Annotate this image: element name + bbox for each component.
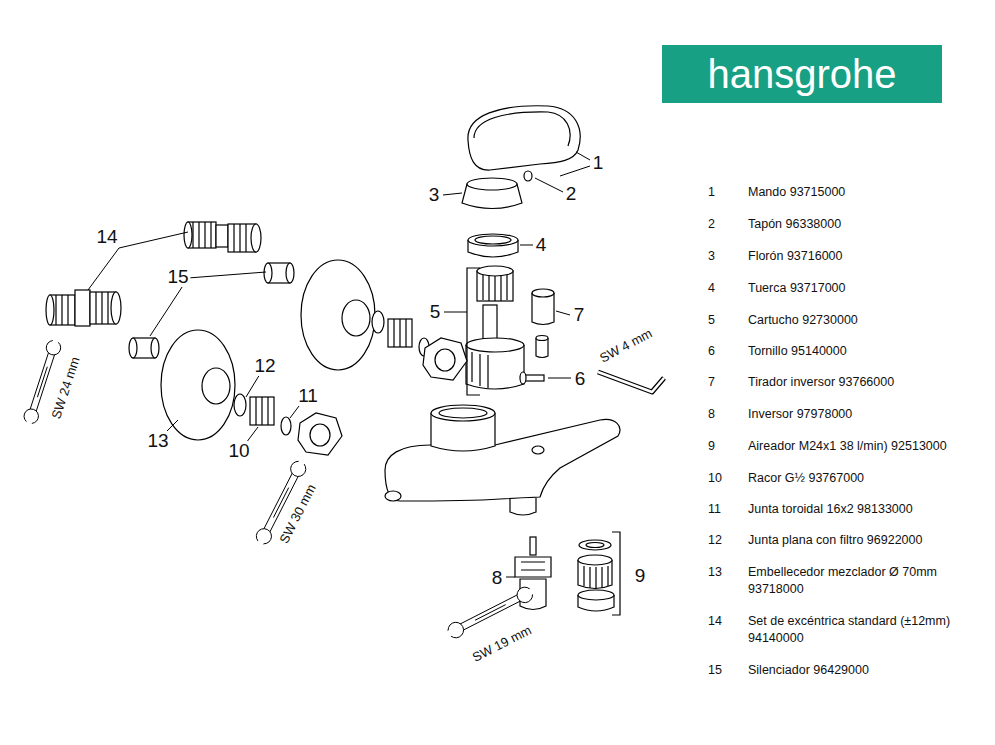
part-description: Racor G½ 93767000 (748, 470, 976, 487)
part-number: 9 (708, 438, 715, 455)
wrench-size: SW 24 mm (49, 353, 83, 422)
part-number: 7 (708, 374, 715, 391)
part-number: 3 (708, 248, 715, 265)
part-description: Tuerca 93717000 (748, 280, 976, 297)
part-description: Tapón 96338000 (748, 216, 976, 233)
part-description: Tirador inversor 93766000 (748, 374, 976, 391)
callout-number: 12 (252, 356, 277, 376)
callout-number: 3 (427, 185, 442, 205)
part-number: 11 (708, 501, 721, 518)
brand-name: hansgrohe (707, 52, 896, 96)
callout-number: 6 (573, 369, 588, 389)
part-description: Aireador M24x1 38 l/min) 92513000 (748, 438, 976, 455)
callout-number: 7 (572, 305, 587, 325)
wrench-size: SW 30 mm (276, 480, 319, 547)
part-number: 14 (708, 613, 722, 630)
callout-number: 14 (94, 227, 119, 247)
part-number: 6 (708, 343, 715, 360)
part-description: Mando 93715000 (748, 184, 976, 201)
part-description: Cartucho 92730000 (748, 312, 976, 329)
part-number: 5 (708, 312, 715, 329)
part-number: 12 (708, 532, 722, 549)
callout-number: 13 (145, 431, 170, 451)
callout-number: 15 (165, 267, 190, 287)
part-description: Tornillo 95140000 (748, 343, 976, 360)
callout-number: 11 (296, 386, 320, 406)
wrench-size: SW 4 mm (596, 325, 656, 366)
part-description: Set de excéntrica standard (±12mm) 94140… (748, 613, 976, 647)
part-number: 8 (708, 406, 715, 423)
part-number: 4 (708, 280, 715, 297)
part-description: Florón 93716000 (748, 248, 976, 265)
part-number: 15 (708, 662, 722, 679)
part-description: Junta plana con filtro 96922000 (748, 532, 976, 549)
callout-number: 2 (564, 184, 579, 204)
brand-logo: hansgrohe (662, 45, 942, 103)
part-description: Silenciador 96429000 (748, 662, 976, 679)
part-number: 13 (708, 564, 722, 581)
part-description: Junta toroidal 16x2 98133000 (748, 501, 976, 518)
callout-number: 1 (591, 153, 606, 173)
part-number: 10 (708, 470, 722, 487)
callout-number: 5 (428, 302, 443, 322)
callout-number: 8 (490, 568, 505, 588)
callout-number: 9 (633, 566, 648, 586)
part-description: Inversor 97978000 (748, 406, 976, 423)
callout-number: 4 (534, 235, 549, 255)
part-description: Embellecedor mezclador Ø 70mm 93718000 (748, 564, 976, 598)
wrench-size: SW 19 mm (468, 622, 535, 665)
callout-number: 10 (226, 441, 251, 461)
part-number: 1 (708, 184, 715, 201)
part-number: 2 (708, 216, 715, 233)
